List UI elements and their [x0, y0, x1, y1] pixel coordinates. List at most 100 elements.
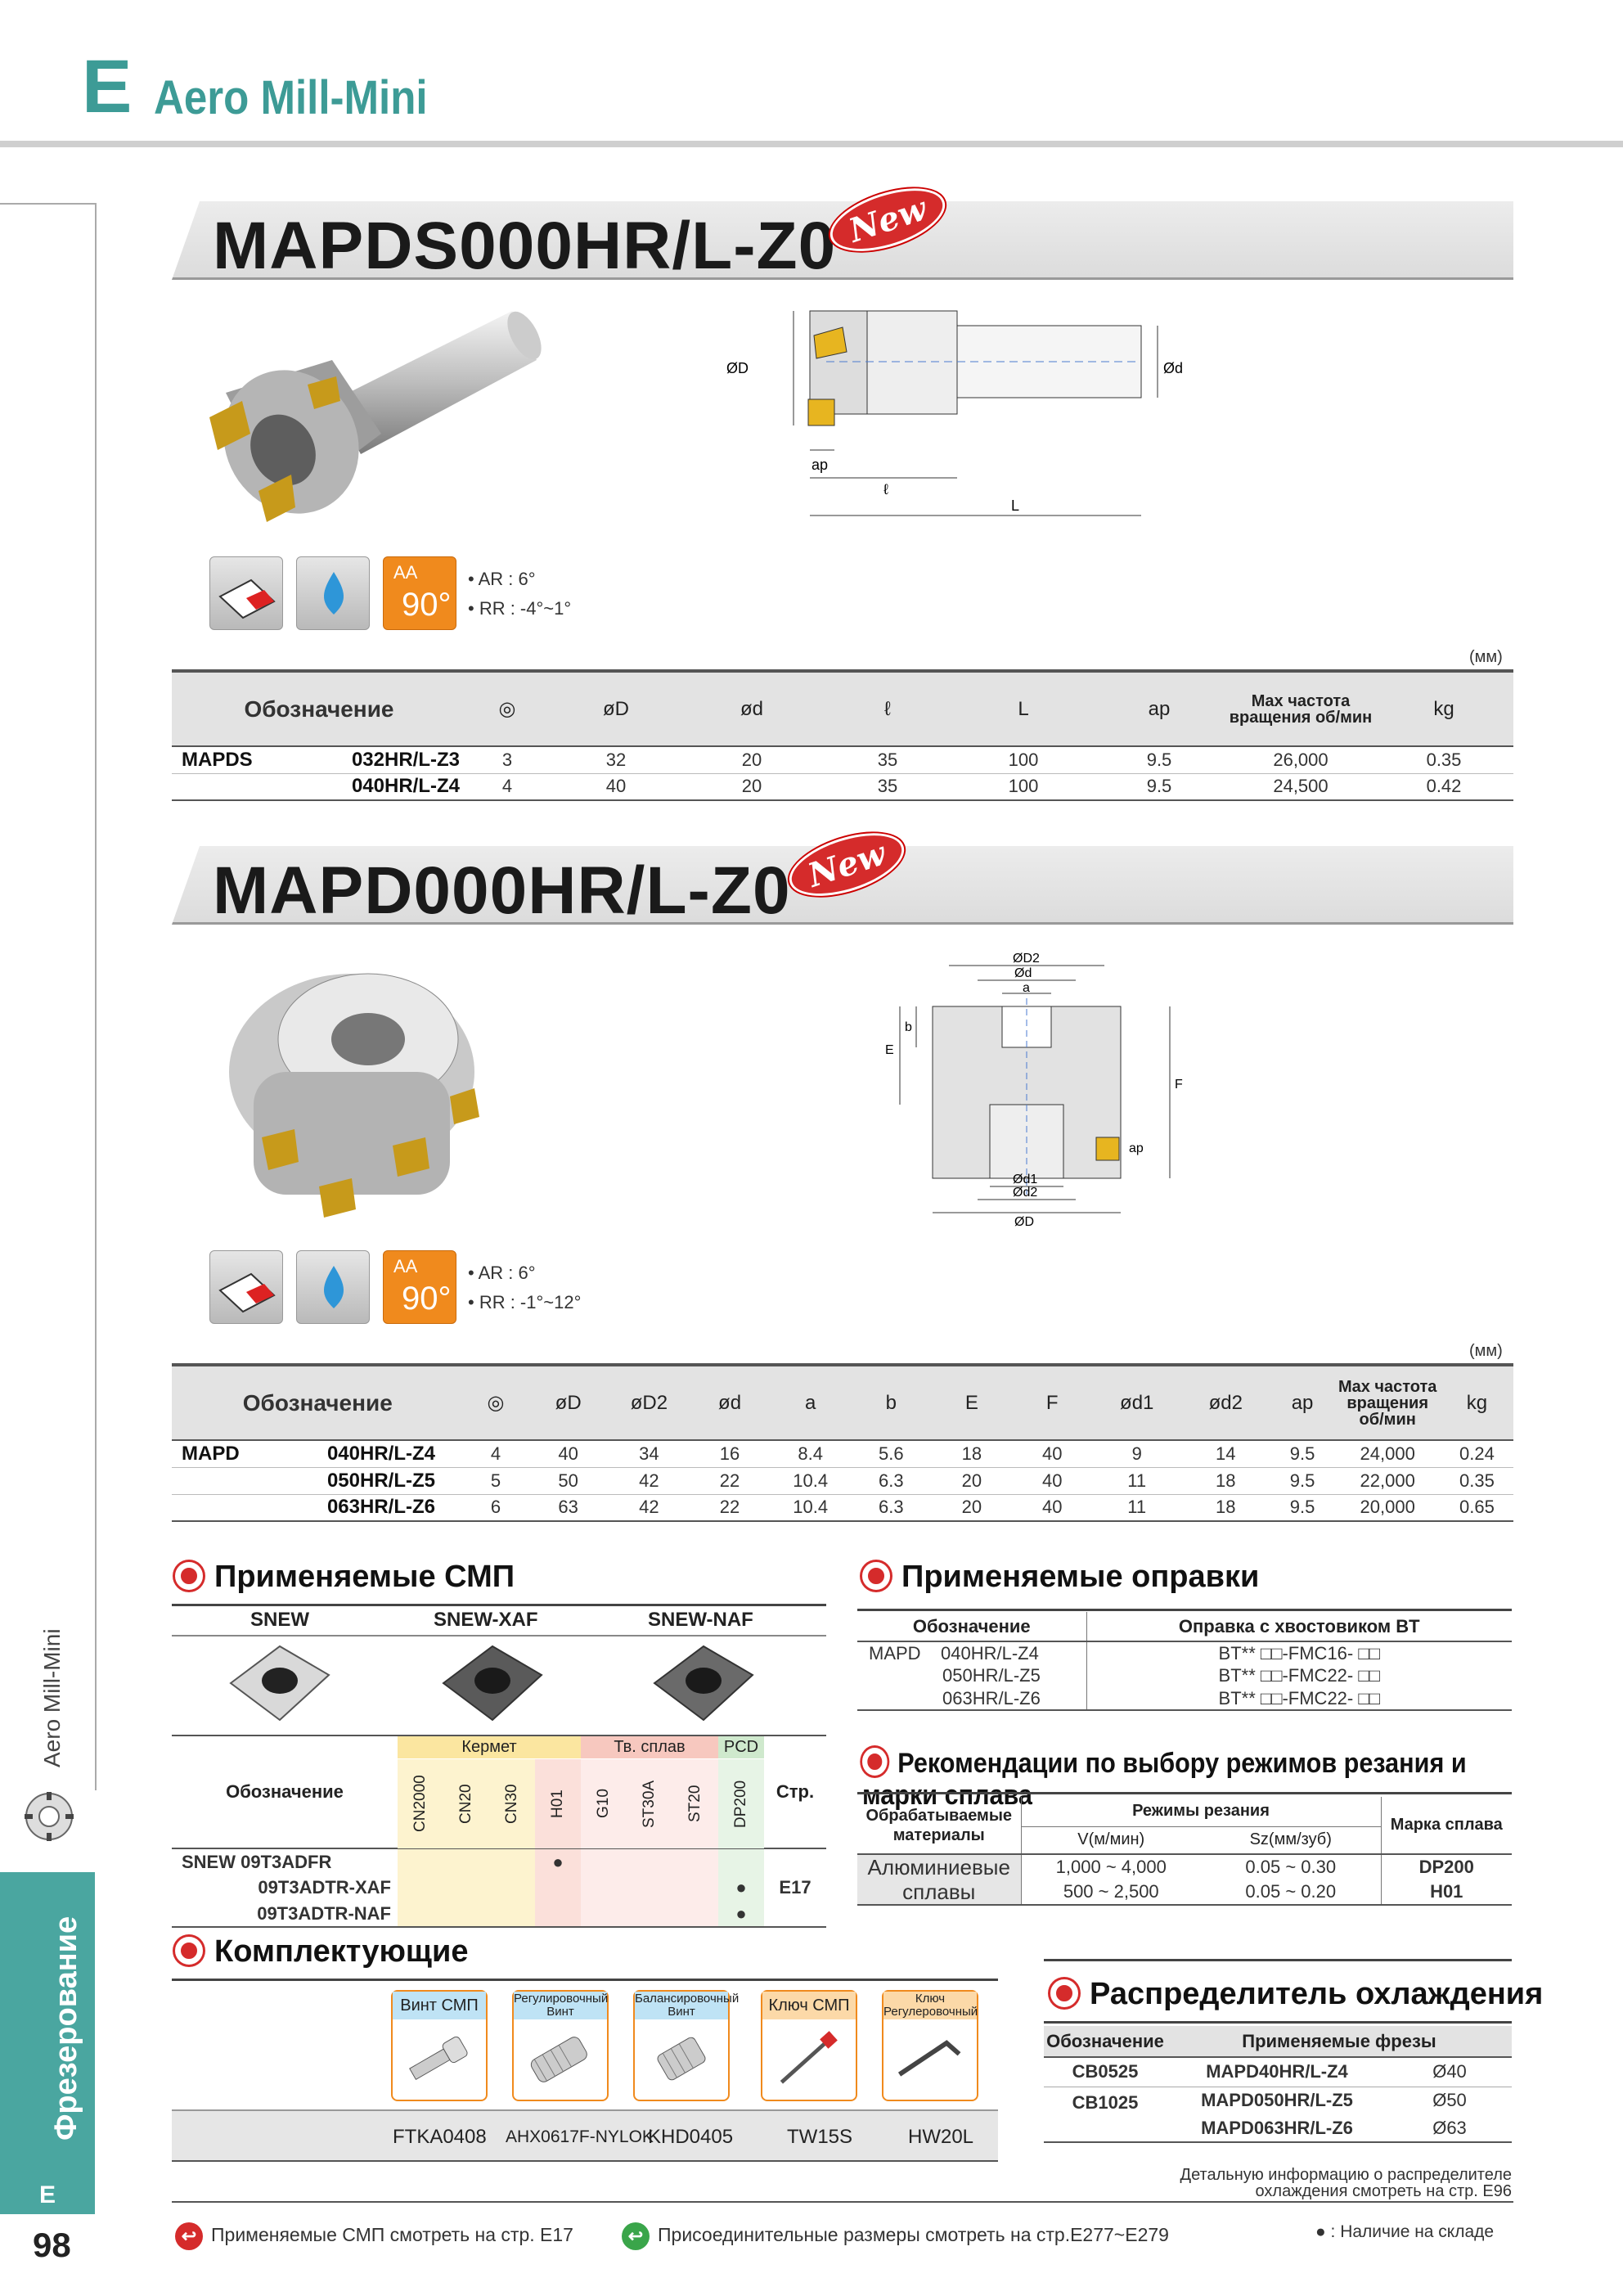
dim-ap-label: ap — [812, 457, 828, 473]
wrench-icon — [780, 2031, 838, 2084]
page-header: E Aero Mill-Mini — [0, 0, 1623, 155]
arrow-icon: ↩ — [622, 2222, 650, 2250]
parts-icons: Винт СМП Регулировочный Винт Балансирово… — [391, 1990, 996, 2103]
insert-snew-icon — [229, 1645, 330, 1722]
table-row: 040HR/L-Z4 4 40 20 35 100 9.5 24,500 0.4… — [172, 773, 1513, 801]
mapds-tool-photo — [209, 311, 542, 522]
section2-titlebar: MAPD000HR/L-Z0 — [172, 846, 1513, 928]
side-top-line — [0, 203, 97, 205]
mapds-spec-table: Обозначение ◎ øD ød ℓ L ap Max частота в… — [172, 669, 1513, 801]
unit-label: (мм) — [1469, 648, 1503, 666]
table-row: SNEW 09T3ADFR ● E17 — [172, 1848, 826, 1898]
col-designation: Обозначение — [172, 1363, 464, 1441]
adjust-screw-icon — [530, 2037, 587, 2082]
table-row: CB0525 MAPD40HR/L-Z4 Ø40 — [1044, 2057, 1512, 2087]
chapter-title: Aero Mill-Mini — [154, 71, 428, 124]
col-D: øD — [528, 1363, 609, 1441]
col-L: L — [955, 669, 1091, 747]
col-l: ℓ — [820, 669, 955, 747]
col-weight: kg — [1374, 669, 1513, 747]
dim-ap-label: ap — [1129, 1141, 1144, 1155]
parts-codes-row: FTKA0408 AHX0617F-NYLOK KHD0405 TW15S HW… — [172, 2109, 998, 2162]
inserts-heading: Применяемые СМП — [175, 1560, 515, 1595]
dim-d1-label: Ød1 — [1013, 1173, 1037, 1186]
mapd-tool-photo — [229, 973, 479, 1218]
chapter-letter: E — [82, 45, 133, 128]
footer-stock-legend: ● : Наличие на складе — [1315, 2222, 1495, 2241]
table-row: 09T3ADTR-XAF ● — [172, 1875, 826, 1901]
table-row: 09T3ADTR-NAF ● — [172, 1901, 826, 1927]
col-designation: Обозначение — [172, 669, 466, 747]
dim-D2-label: ØD2 — [1013, 952, 1040, 966]
dim-d-label: Ød — [1014, 966, 1032, 980]
dim-D-label: ØD — [1014, 1215, 1034, 1227]
dim-L-label: L — [1011, 497, 1019, 514]
section1-titlebar: MAPDS000HR/L-Z0 — [172, 201, 1513, 283]
part-card: Ключ Регулеровочный — [882, 1990, 978, 2101]
side-vertical-title: Aero Mill-Mini — [39, 1628, 65, 1767]
parts-heading: Комплектующие — [175, 1934, 468, 1970]
part-card: Балансировочный Винт — [633, 1990, 739, 2101]
table-row: 050HR/L-Z5 BT** □□-FMC22- □□ — [857, 1664, 1512, 1687]
col-teeth: ◎ — [466, 669, 548, 747]
col-d2: ød2 — [1181, 1363, 1270, 1441]
bullet-icon — [862, 1562, 890, 1590]
section1-feature-icons: AA 90° • AR : 6° • RR : -4°~1° — [209, 556, 700, 635]
table-row: 063HR/L-Z6 BT** □□-FMC22- □□ — [857, 1687, 1512, 1710]
table-row: 500 ~ 2,500 0.05 ~ 0.20 H01 — [857, 1880, 1512, 1905]
insert-page-link[interactable]: E17 — [779, 1877, 812, 1898]
col-ap: ap — [1270, 1363, 1335, 1441]
insert-grade-table: Обозначение Кермет Тв. сплав PCD Стр. CN… — [172, 1735, 826, 1928]
col-F: F — [1012, 1363, 1093, 1441]
side-tab[interactable] — [0, 1872, 95, 2199]
insert-icon — [209, 556, 283, 630]
table-row: Алюминиевые сплавы 1,000 ~ 4,000 0.05 ~ … — [857, 1854, 1512, 1905]
rake-angles: • AR : 6° • RR : -1°~12° — [468, 1263, 582, 1312]
insert-snew-naf-icon — [653, 1645, 754, 1722]
section1-title: MAPDS000HR/L-Z0 — [213, 209, 837, 283]
cutter-thumbnail-icon — [25, 1792, 74, 1841]
approach-angle-icon: AA 90° — [383, 1250, 456, 1324]
dim-d-label: Ød — [1163, 360, 1183, 376]
footer-dimensions-ref[interactable]: ↩Присоединительные размеры смотреть на с… — [622, 2222, 1169, 2250]
part-card: Ключ СМП — [761, 1990, 857, 2101]
coolant-heading: Распределитель охлаждения — [1050, 1977, 1543, 2012]
bullet-icon — [862, 1748, 888, 1776]
mapd-spec-table: Обозначение ◎ øD øD2 ød a b E F ød1 ød2 … — [172, 1363, 1513, 1522]
table-row: MAPD 040HR/L-Z4 4 40 34 16 8.4 5.6 18 40… — [172, 1440, 1513, 1468]
bullet-icon — [175, 1937, 203, 1965]
col-D: øD — [548, 669, 684, 747]
footer-inserts-ref[interactable]: ↩Применяемые СМП смотреть на стр. E17 — [175, 2222, 573, 2250]
part-card: Винт СМП — [391, 1990, 488, 2101]
section2-title: MAPD000HR/L-Z0 — [213, 853, 791, 928]
table-row: MAPD063HR/L-Z6 Ø63 — [1044, 2114, 1512, 2142]
insert-snew-xaf-icon — [442, 1645, 543, 1722]
cutting-heading: Рекомендации по выбору режимов резания и… — [862, 1748, 1467, 1811]
footer-rule — [172, 2201, 1513, 2203]
col-d1: ød1 — [1092, 1363, 1181, 1441]
col-teeth: ◎ — [463, 1363, 528, 1441]
table-row: 063HR/L-Z6 6 63 42 22 10.4 6.3 20 40 11 … — [172, 1494, 1513, 1522]
col-weight: kg — [1440, 1363, 1513, 1441]
cutting-table: Обрабатываемые материалы Режимы резания … — [857, 1797, 1512, 1906]
table-row: 050HR/L-Z5 5 50 42 22 10.4 6.3 20 40 11 … — [172, 1467, 1513, 1495]
mapds-dimension-drawing: ØD Ød ap ℓ L — [726, 310, 1183, 516]
unit-label: (мм) — [1469, 1342, 1503, 1360]
dim-d2-label: Ød2 — [1013, 1186, 1037, 1200]
col-a: a — [770, 1363, 852, 1441]
dim-E-label: E — [885, 1043, 894, 1057]
coolant-table: Обозначение Применяемые фрезы CB0525 MAP… — [1044, 2026, 1512, 2143]
page-number: 98 — [33, 2226, 71, 2264]
header-rule — [0, 141, 1623, 147]
col-ap: ap — [1091, 669, 1227, 747]
side-tab-label: Фрезерование — [49, 1916, 83, 2141]
table-row: MAPD 040HR/L-Z4 BT** □□-FMC16- □□ — [857, 1641, 1512, 1664]
table-row: CB1025 MAPD050HR/L-Z5 Ø50 — [1072, 2090, 1467, 2113]
dim-l-label: ℓ — [883, 481, 888, 497]
col-d: ød — [684, 669, 820, 747]
side-tab-letter: E — [0, 2177, 95, 2214]
col-d: ød — [689, 1363, 771, 1441]
arrow-icon: ↩ — [175, 2222, 203, 2250]
balance-screw-icon — [657, 2037, 706, 2081]
